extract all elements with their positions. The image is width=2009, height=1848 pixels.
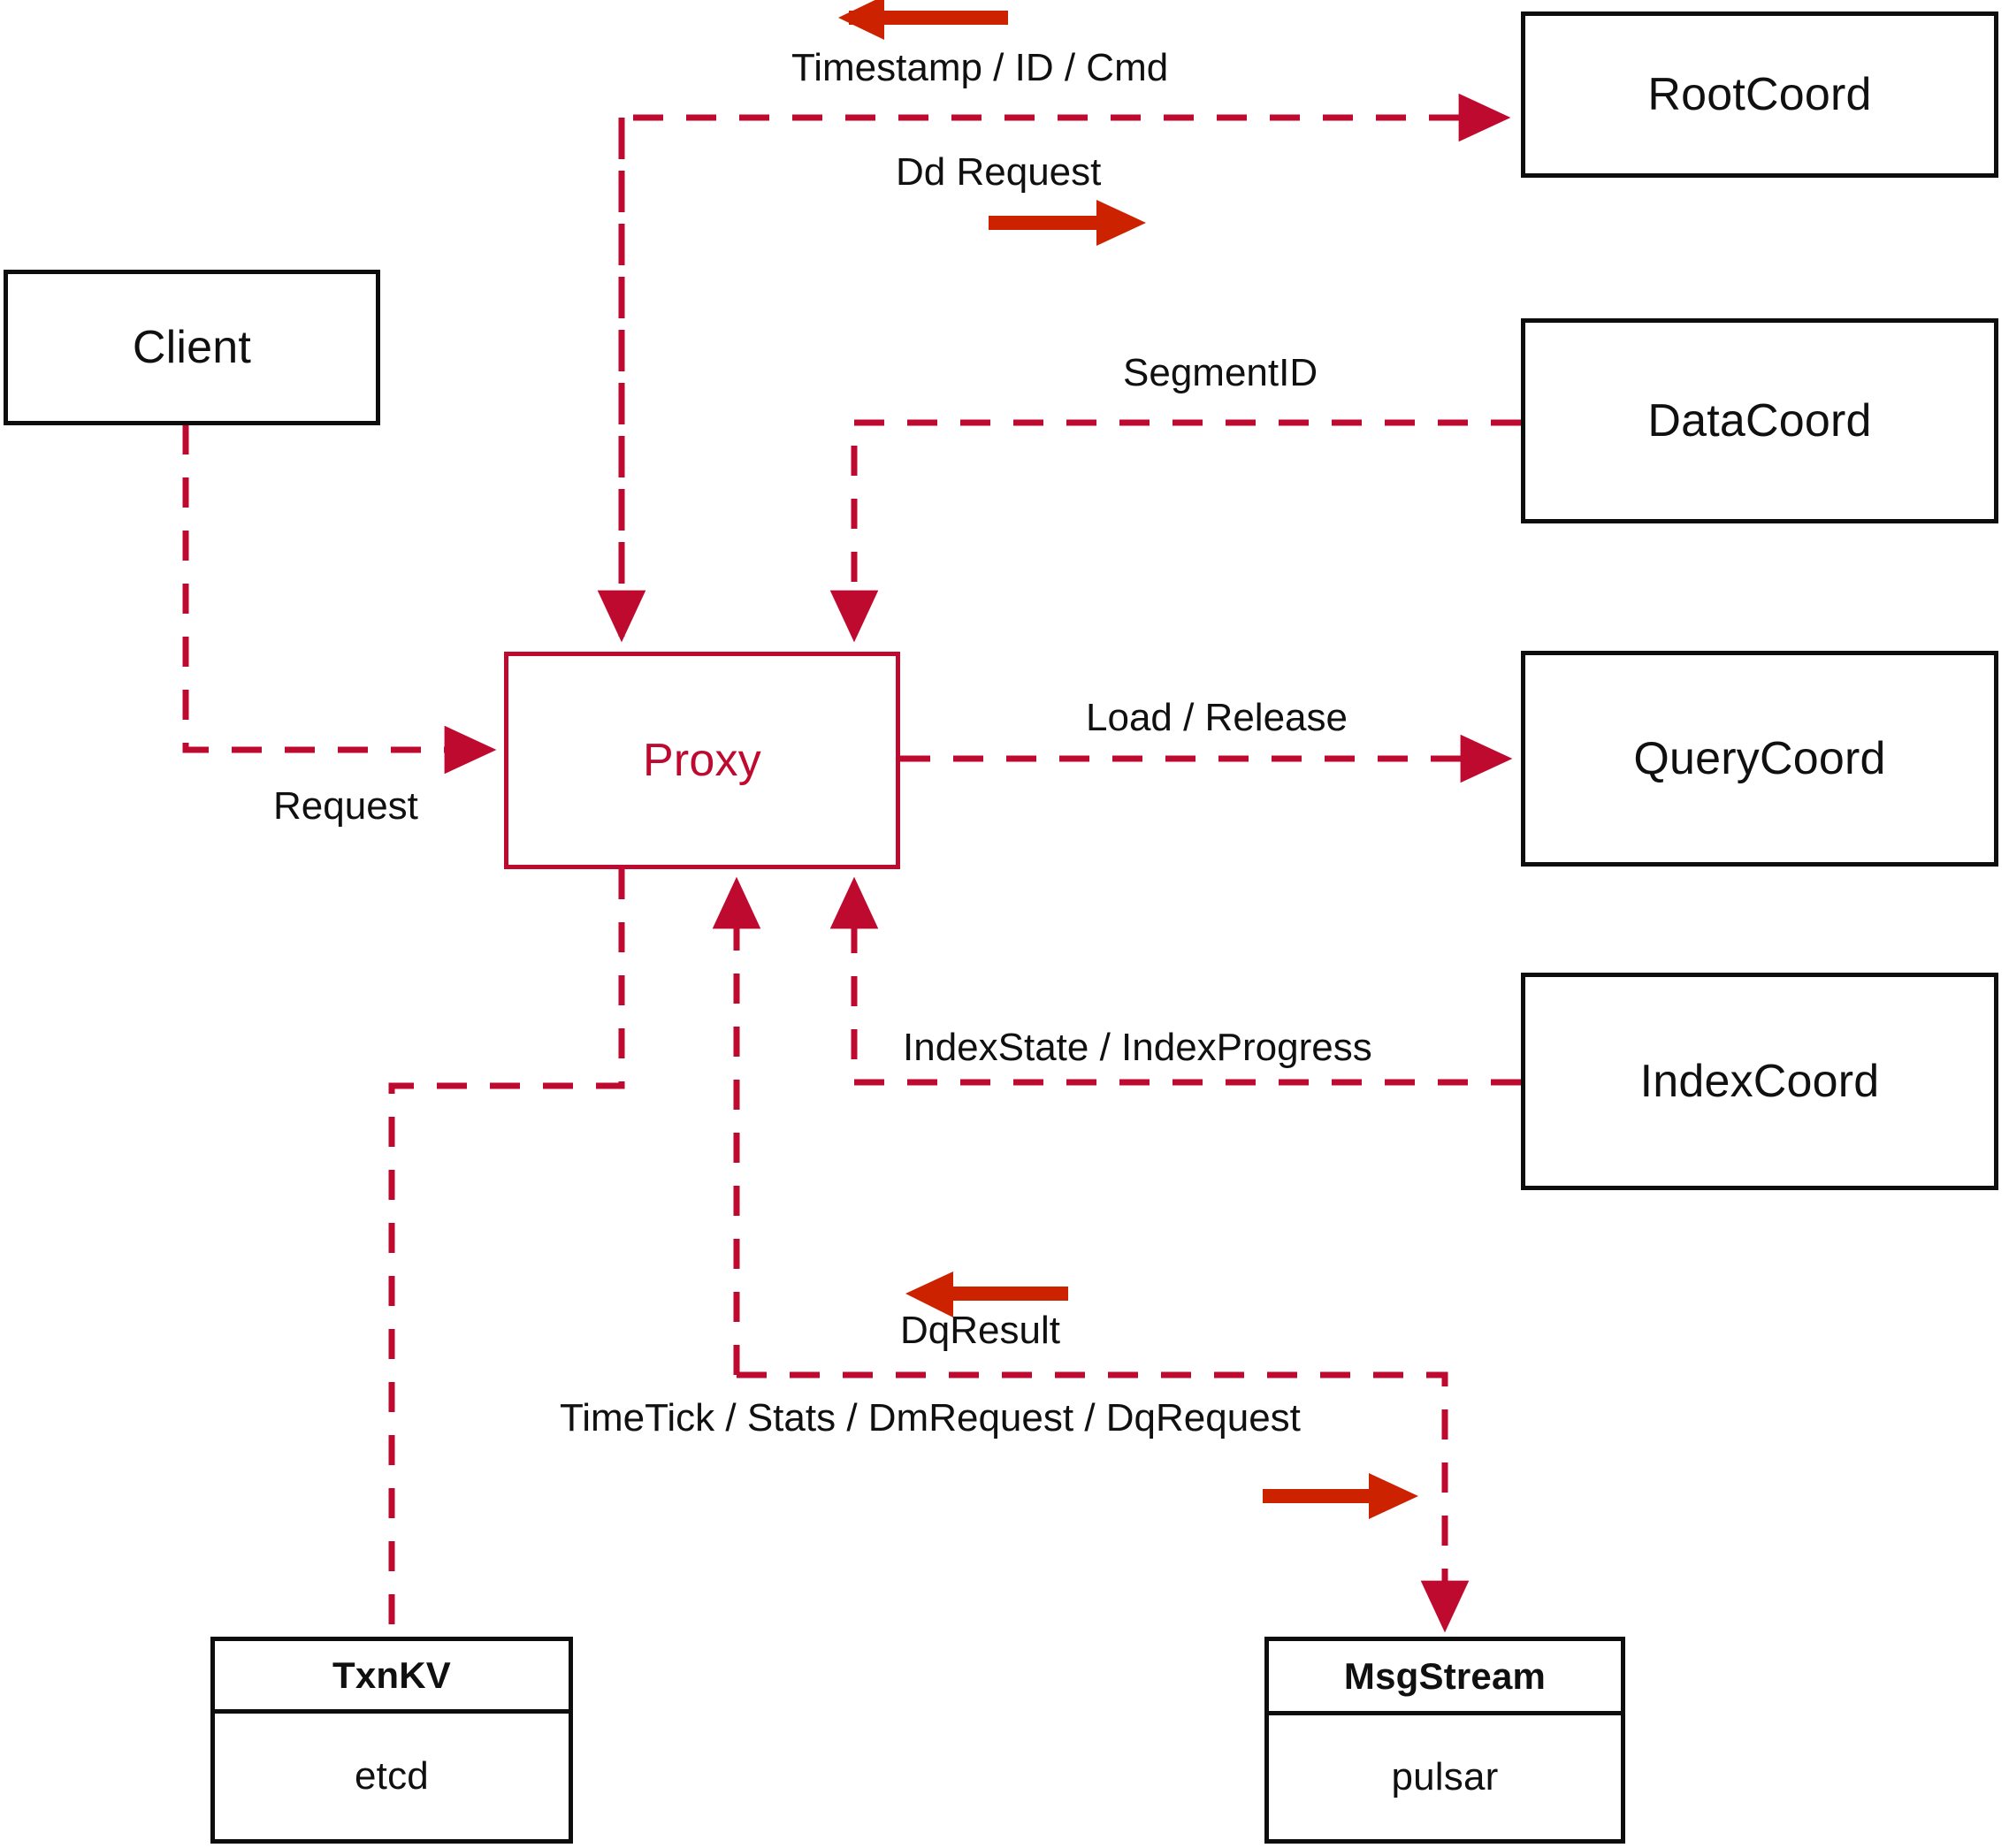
- edge-label-timetick-stats: TimeTick / Stats / DmRequest / DqRequest: [560, 1396, 1301, 1439]
- node-txnkv-title: TxnKV: [332, 1653, 451, 1696]
- node-proxy[interactable]: Proxy: [504, 652, 900, 869]
- node-msgstream-body: pulsar: [1269, 1715, 1621, 1839]
- edge-client-to-proxy: [182, 424, 497, 775]
- edge-proxy-to-txnkv: [388, 869, 625, 1637]
- node-txnkv[interactable]: TxnKV etcd: [210, 1637, 573, 1844]
- node-client[interactable]: Client: [4, 270, 380, 425]
- node-msgstream[interactable]: MsgStream pulsar: [1264, 1637, 1625, 1844]
- node-indexcoord[interactable]: IndexCoord: [1521, 973, 1998, 1190]
- edge-label-request: Request: [273, 784, 418, 828]
- direction-arrow-dqresult: [905, 1271, 1068, 1317]
- edge-label-segment-id: SegmentID: [1123, 351, 1318, 394]
- edge-proxy-to-rootcoord: [597, 93, 1511, 643]
- direction-arrow-timestamp: [838, 0, 1008, 40]
- edge-datacoord-to-proxy: [829, 419, 1521, 643]
- direction-arrow-ddrequest: [989, 200, 1146, 246]
- edge-label-index-state-progress: IndexState / IndexProgress: [903, 1026, 1372, 1069]
- node-datacoord[interactable]: DataCoord: [1521, 318, 1998, 523]
- node-querycoord-label: QueryCoord: [1633, 733, 1886, 784]
- node-proxy-label: Proxy: [643, 735, 761, 786]
- node-rootcoord-label: RootCoord: [1647, 69, 1872, 120]
- node-datacoord-label: DataCoord: [1647, 395, 1872, 447]
- direction-arrow-timetick: [1263, 1473, 1418, 1519]
- node-rootcoord[interactable]: RootCoord: [1521, 11, 1998, 178]
- node-txnkv-impl: etcd: [355, 1754, 429, 1798]
- edge-label-dq-result: DqResult: [900, 1309, 1060, 1352]
- node-client-label: Client: [132, 322, 252, 373]
- edge-msgstream-to-proxy: [712, 876, 1470, 1633]
- node-msgstream-title: MsgStream: [1343, 1654, 1547, 1697]
- node-msgstream-header: MsgStream: [1269, 1641, 1621, 1715]
- edge-indexcoord-to-proxy: [829, 876, 1521, 1086]
- node-querycoord[interactable]: QueryCoord: [1521, 651, 1998, 867]
- edge-label-dd-request: Dd Request: [896, 150, 1102, 194]
- edge-label-timestamp-id-cmd: Timestamp / ID / Cmd: [791, 46, 1169, 89]
- node-txnkv-body: etcd: [215, 1714, 569, 1839]
- edge-label-load-release: Load / Release: [1086, 696, 1348, 739]
- node-indexcoord-label: IndexCoord: [1639, 1056, 1880, 1107]
- node-txnkv-header: TxnKV: [215, 1641, 569, 1714]
- node-msgstream-impl: pulsar: [1391, 1755, 1499, 1798]
